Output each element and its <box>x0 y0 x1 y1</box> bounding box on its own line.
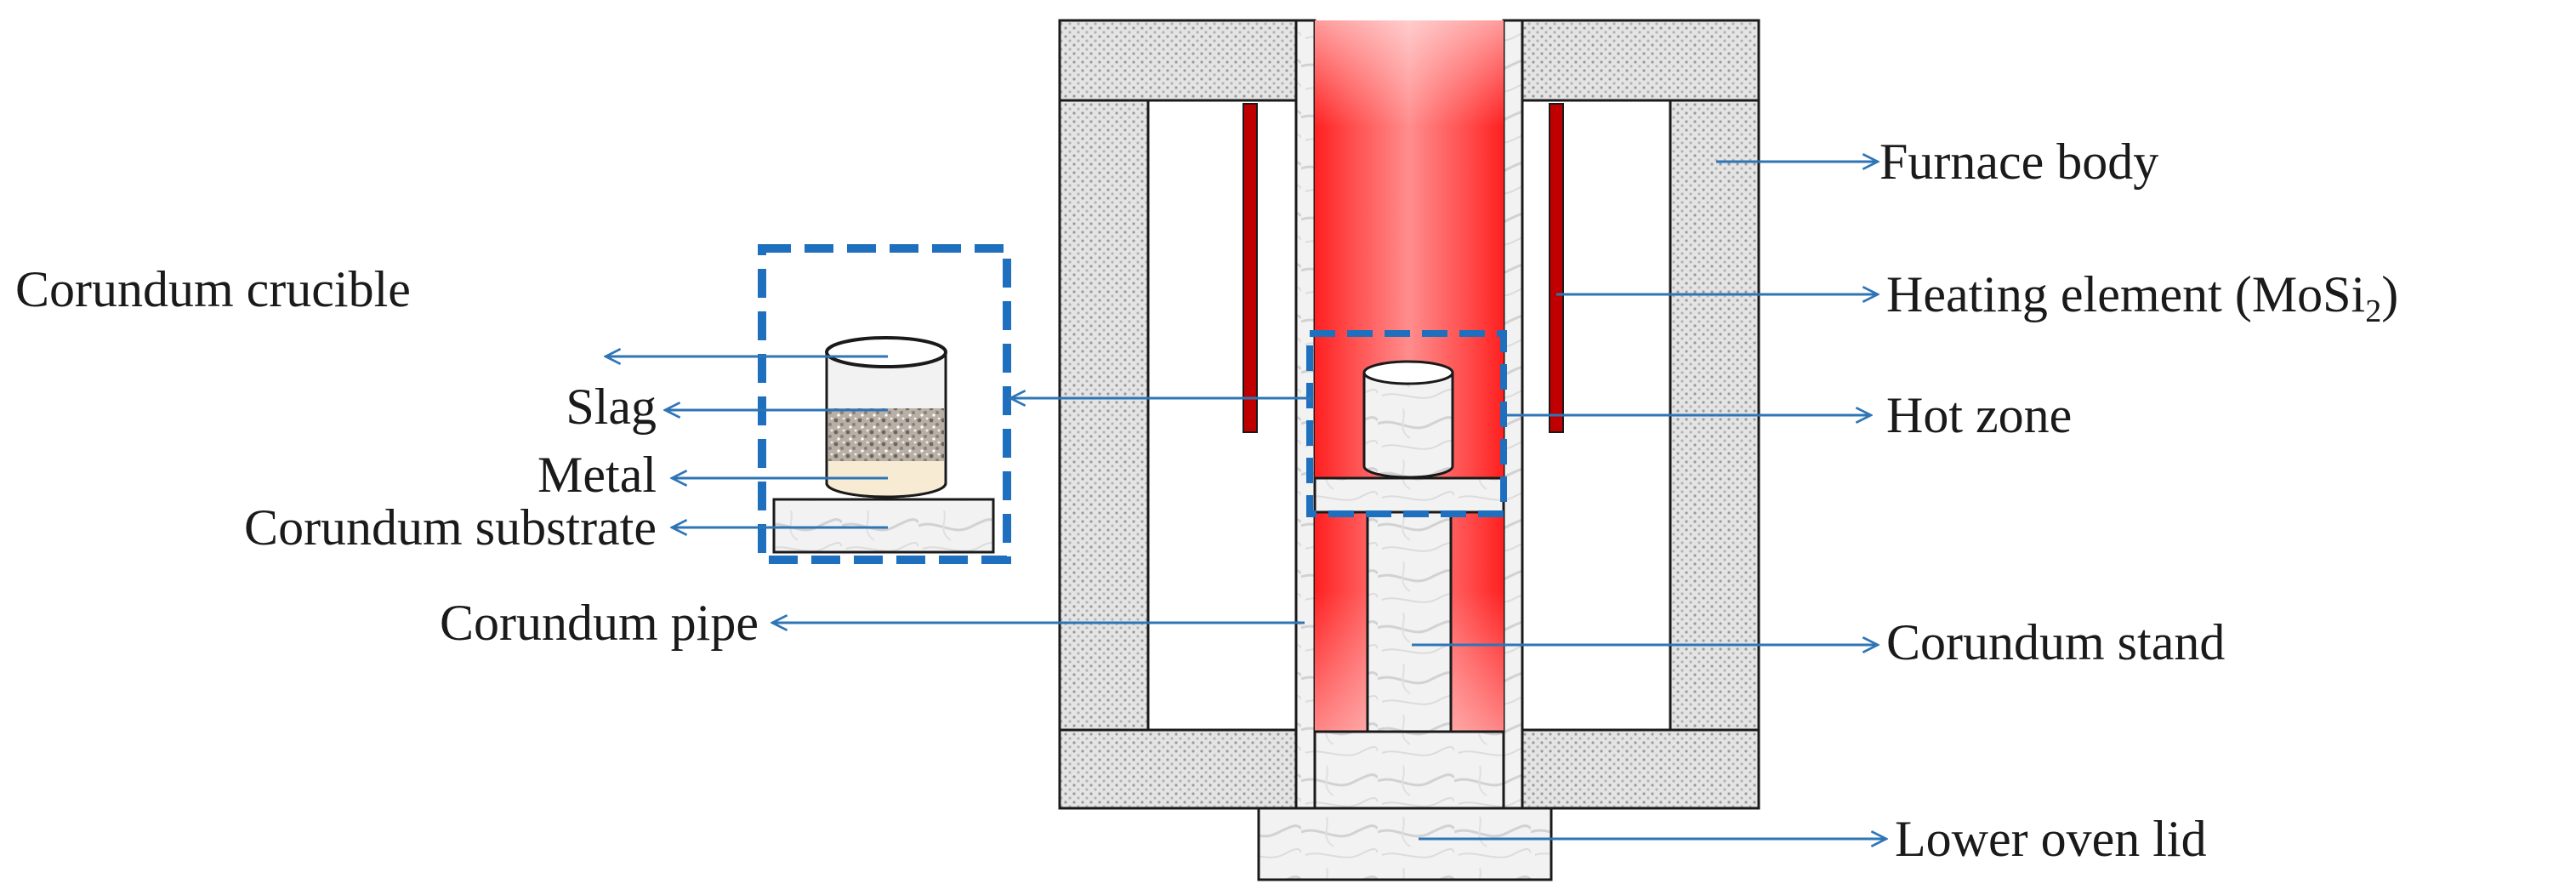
arrow-zoom-link <box>1010 398 1311 402</box>
inset-corundum-crucible <box>825 336 947 499</box>
furnace-bottom-right-insulation <box>1521 728 1760 810</box>
corundum-pipe-left-wall <box>1294 19 1316 810</box>
crucible-in-furnace <box>1362 360 1454 479</box>
lower-oven-lid <box>1257 807 1553 881</box>
leader-arrows <box>606 162 1886 839</box>
label-furnace-body: Furnace body <box>1879 134 2158 190</box>
corundum-pipe-plug <box>1313 730 1505 810</box>
furnace-top-right-insulation <box>1521 19 1760 102</box>
hot-zone-dashed-box <box>1306 330 1507 517</box>
label-metal: Metal <box>537 447 657 503</box>
heating-element-right <box>1549 103 1564 433</box>
heating-element-left <box>1243 103 1258 433</box>
corundum-stand-column <box>1366 510 1453 733</box>
inset-dashed-box <box>758 244 1011 564</box>
label-slag: Slag <box>566 379 657 435</box>
label-lower-oven-lid: Lower oven lid <box>1895 811 2207 867</box>
crucible-inset <box>758 244 1011 564</box>
furnace <box>1058 19 1760 881</box>
label-heating-element: Heating element (MoSi2) <box>1886 266 2398 329</box>
corundum-stand-plate <box>1313 476 1505 514</box>
label-corundum-substrate: Corundum substrate <box>244 499 657 556</box>
inset-corundum-substrate <box>772 498 995 554</box>
furnace-left-chamber <box>1146 99 1298 732</box>
label-corundum-stand: Corundum stand <box>1886 614 2225 670</box>
furnace-bottom-left-insulation <box>1058 728 1298 810</box>
label-corundum-crucible: Corundum crucible <box>15 261 411 317</box>
inset-slag-layer <box>828 408 944 461</box>
labels: Furnace body Heating element (MoSi2) Hot… <box>15 134 2398 867</box>
label-hot-zone: Hot zone <box>1886 387 2072 443</box>
furnace-top-left-insulation <box>1058 19 1298 102</box>
furnace-left-wall <box>1058 99 1150 732</box>
label-corundum-pipe: Corundum pipe <box>440 595 759 651</box>
